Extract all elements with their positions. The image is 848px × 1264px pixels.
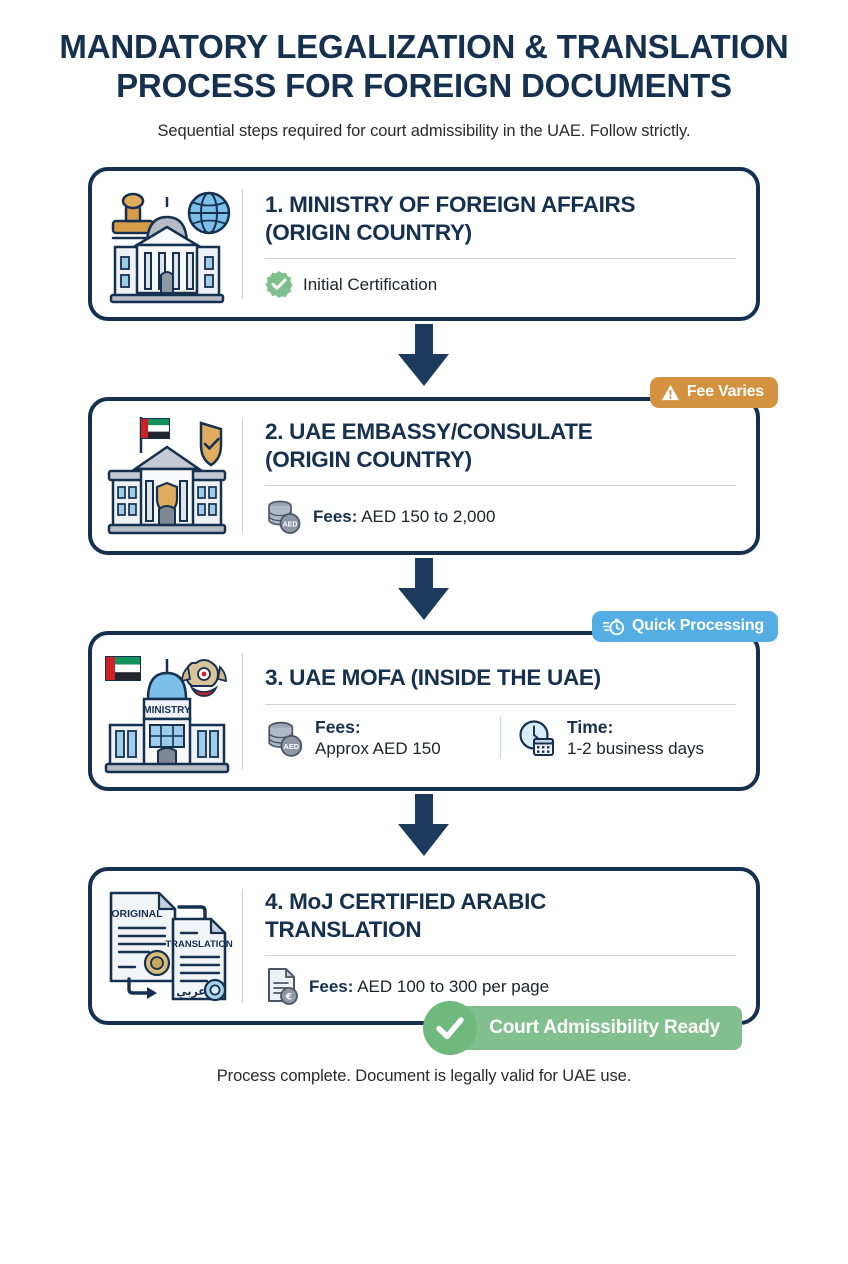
step-title-4-line-2: TRANSLATION xyxy=(265,916,422,942)
step-card-2[interactable]: 2. UAE EMBASSY/CONSULATE (ORIGIN COUNTRY… xyxy=(88,396,760,555)
step-title-rule xyxy=(265,485,736,487)
metric-value-initial-certification: Initial Certification xyxy=(303,274,438,294)
stopwatch-speed-icon xyxy=(603,617,625,636)
step-1: 1. MINISTRY OF FOREIGN AFFAIRS (ORIGIN C… xyxy=(88,166,760,321)
step-title-3: 3. UAE MoFA (INSIDE THE UAE) xyxy=(265,665,601,691)
card-divider xyxy=(242,188,243,299)
svg-text:MINISTRY: MINISTRY xyxy=(143,705,191,716)
metric-fees-value: Approx AED 150 xyxy=(315,738,441,758)
svg-text:AED: AED xyxy=(284,742,300,751)
step-title-1-line-2: (ORIGIN COUNTRY) xyxy=(265,219,472,245)
connector-2 xyxy=(88,555,760,631)
step-metrics-4: € Fees: AED 100 to 300 per page xyxy=(265,967,736,1006)
metric-divider xyxy=(500,715,501,760)
metric-fees-label: Fees: xyxy=(313,506,358,526)
card-divider xyxy=(242,418,243,533)
metric-fees-text: Fees: Approx AED 150 xyxy=(315,716,441,759)
down-arrow-icon xyxy=(387,557,461,628)
svg-text:AED: AED xyxy=(283,522,298,529)
document-fee-icon: € xyxy=(265,967,299,1006)
step-card-body-1: 1. MINISTRY OF FOREIGN AFFAIRS (ORIGIN C… xyxy=(243,171,756,317)
document-translation-icon: ORIGINAL xyxy=(92,871,242,1021)
page-subtitle: Sequential steps required for court admi… xyxy=(157,121,691,140)
step-title-rule xyxy=(265,955,736,957)
step-card-4[interactable]: ORIGINAL xyxy=(88,866,760,1025)
step-title-rule xyxy=(265,703,736,705)
metric-time-value: 1-2 business days xyxy=(567,738,705,758)
step-4: ORIGINAL xyxy=(88,866,760,1055)
clock-calendar-icon xyxy=(517,718,557,758)
court-admissibility-label: Court Admissibility Ready xyxy=(437,1005,742,1050)
svg-text:TRANSLATION: TRANSLATION xyxy=(165,939,233,950)
step-card-body-4: 4. MoJ CERTIFIED ARABIC TRANSLATION xyxy=(243,871,756,1021)
step-title-2-line-1: 2. UAE EMBASSY/CONSULATE xyxy=(265,419,593,445)
connector-1 xyxy=(88,321,760,397)
step-metrics-1: Initial Certification xyxy=(265,270,736,299)
header: MANDATORY LEGALIZATION & TRANSLATION PRO… xyxy=(0,0,848,141)
card-divider xyxy=(242,652,243,769)
check-mark-icon xyxy=(423,1000,478,1055)
metric-initial-certification: Initial Certification xyxy=(265,270,438,299)
court-admissibility-banner: Court Admissibility Ready xyxy=(423,1000,742,1055)
down-arrow-icon xyxy=(387,323,461,394)
step-title-4-line-1: 4. MoJ CERTIFIED ARABIC xyxy=(265,889,547,915)
step-metrics-2: AED Fees: AED 150 to 2,000 xyxy=(265,497,736,535)
step-card-body-3: 3. UAE MoFA (INSIDE THE UAE) xyxy=(243,635,756,787)
aed-coins-icon: AED xyxy=(265,718,305,758)
step-metrics-3: AED Fees: Approx AED 150 xyxy=(265,715,736,760)
step-title-2: 2. UAE EMBASSY/CONSULATE (ORIGIN COUNTRY… xyxy=(265,418,736,473)
metric-fees-label: Fees: xyxy=(315,716,361,737)
status-badge-quick-processing: Quick Processing xyxy=(592,610,778,642)
svg-text:ORIGINAL: ORIGINAL xyxy=(111,908,163,920)
metric-time: Time: 1-2 business days xyxy=(517,716,736,759)
metric-fees: AED Fees: AED 150 to 2,000 xyxy=(265,497,495,535)
status-badge-fee-varies: Fee Varies xyxy=(649,376,778,408)
status-badge-quick-processing-label: Quick Processing xyxy=(632,617,764,635)
uae-ministry-building-flag-falcon-icon: MINISTRY xyxy=(92,635,242,787)
metric-fees-value: AED 100 to 300 per page xyxy=(357,976,550,996)
green-check-badge-icon xyxy=(265,270,293,299)
footer-note: Process complete. Document is legally va… xyxy=(216,1066,632,1085)
step-3: Quick Processing xyxy=(88,610,778,791)
step-2: Fee Varies xyxy=(88,376,778,555)
warning-triangle-icon xyxy=(661,383,680,402)
metric-fees: AED Fees: Approx AED 150 xyxy=(265,716,484,759)
svg-text:عربي: عربي xyxy=(176,985,206,998)
metric-fees-value: AED 150 to 2,000 xyxy=(361,506,496,526)
svg-text:€: € xyxy=(285,993,292,1003)
step-title-rule xyxy=(265,258,736,260)
government-building-stamp-globe-icon xyxy=(92,171,242,317)
page-title-line-2: PROCESS FOR FOREIGN DOCUMENTS xyxy=(116,66,732,104)
metric-time-label: Time: xyxy=(567,716,614,737)
step-card-body-2: 2. UAE EMBASSY/CONSULATE (ORIGIN COUNTRY… xyxy=(243,401,756,551)
metric-fees-text: Fees: AED 150 to 2,000 xyxy=(313,506,495,527)
card-divider xyxy=(242,888,243,1003)
step-title-1: 1. MINISTRY OF FOREIGN AFFAIRS (ORIGIN C… xyxy=(265,191,736,246)
metric-fees-label: Fees: xyxy=(309,976,354,996)
process-flow: 1. MINISTRY OF FOREIGN AFFAIRS (ORIGIN C… xyxy=(0,166,848,1055)
down-arrow-icon xyxy=(387,793,461,864)
aed-coins-icon: AED xyxy=(265,497,303,535)
status-badge-fee-varies-label: Fee Varies xyxy=(686,383,764,401)
step-title-2-line-2: (ORIGIN COUNTRY) xyxy=(265,446,472,472)
step-title-4: 4. MoJ CERTIFIED ARABIC TRANSLATION xyxy=(265,888,736,943)
page-title-line-1: MANDATORY LEGALIZATION & TRANSLATION xyxy=(59,28,789,65)
metric-fees: € Fees: AED 100 to 300 per page xyxy=(265,967,549,1006)
page-title: MANDATORY LEGALIZATION & TRANSLATION PRO… xyxy=(56,28,792,106)
metric-time-text: Time: 1-2 business days xyxy=(567,716,704,759)
step-title-1-line-1: 1. MINISTRY OF FOREIGN AFFAIRS xyxy=(265,192,636,218)
connector-3 xyxy=(88,791,760,867)
step-card-1[interactable]: 1. MINISTRY OF FOREIGN AFFAIRS (ORIGIN C… xyxy=(88,166,760,321)
metric-fees-text: Fees: AED 100 to 300 per page xyxy=(309,976,549,997)
step-card-3[interactable]: MINISTRY xyxy=(88,630,760,791)
embassy-building-flag-shield-icon xyxy=(92,401,242,551)
